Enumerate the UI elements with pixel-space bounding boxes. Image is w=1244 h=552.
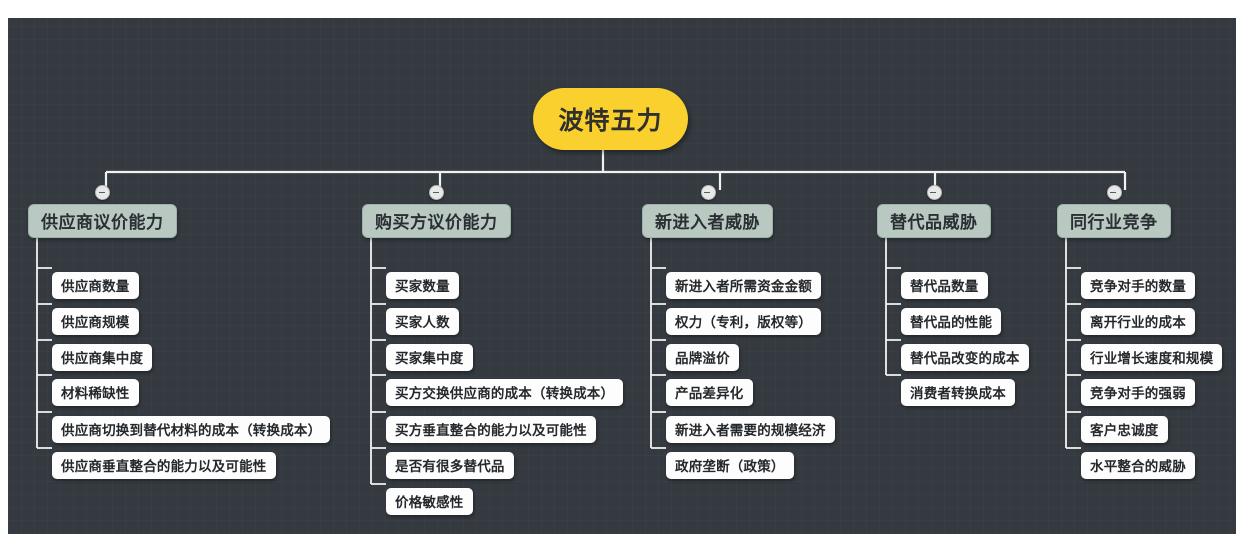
list-item[interactable]: 离开行业的成本: [1081, 308, 1195, 335]
leaf-label: 水平整合的威胁: [1090, 459, 1186, 475]
minus-circle-icon[interactable]: [429, 185, 445, 200]
list-item[interactable]: 替代品数量: [901, 272, 988, 299]
list-item[interactable]: 新进入者需要的规模经济: [666, 416, 835, 443]
minus-circle-icon[interactable]: [1106, 185, 1122, 200]
leaf-label: 供应商规模: [61, 315, 130, 331]
list-item[interactable]: 买方垂直整合的能力以及可能性: [386, 416, 596, 443]
leaf-label: 新进入者所需资金金额: [675, 279, 812, 295]
leaf-label: 竞争对手的数量: [1090, 279, 1186, 295]
branch-new-entrants: 新进入者威胁 新进入者所需资金金额 权力（专利，版权等） 品牌溢价 产品差异化 …: [642, 185, 835, 479]
leaf-label: 买家集中度: [395, 351, 464, 367]
list-item[interactable]: 竞争对手的数量: [1081, 272, 1195, 299]
leaf-label: 权力（专利，版权等）: [675, 315, 812, 331]
root-node-label: 波特五力: [558, 106, 663, 135]
list-item[interactable]: 供应商规模: [52, 308, 139, 335]
list-item[interactable]: 买家数量: [386, 272, 459, 299]
leaf-label: 替代品数量: [910, 279, 979, 295]
list-item[interactable]: 权力（专利，版权等）: [666, 308, 821, 335]
branch-label: 购买方议价能力: [375, 213, 498, 233]
list-item[interactable]: 行业增长速度和规模: [1081, 344, 1223, 371]
minus-circle-icon[interactable]: [926, 185, 942, 200]
list-item[interactable]: 产品差异化: [666, 379, 753, 406]
leaf-label: 消费者转换成本: [910, 386, 1006, 402]
leaf-label: 产品差异化: [675, 386, 744, 402]
leaf-label: 离开行业的成本: [1090, 315, 1186, 331]
list-item[interactable]: 新进入者所需资金金额: [666, 272, 821, 299]
branch-rivalry: 同行业竞争 竞争对手的数量 离开行业的成本 行业增长速度和规模 竞争对手的强弱 …: [1057, 185, 1223, 479]
minus-circle-icon[interactable]: [95, 185, 111, 200]
list-item[interactable]: 买家集中度: [386, 344, 473, 371]
list-item[interactable]: 供应商集中度: [52, 344, 153, 371]
leaf-label: 替代品的性能: [910, 315, 993, 331]
leaf-label: 是否有很多替代品: [395, 459, 505, 475]
leaf-label: 客户忠诚度: [1090, 423, 1159, 439]
branch-header-suppliers[interactable]: 供应商议价能力: [28, 185, 177, 238]
branch-suppliers: 供应商议价能力 供应商数量 供应商规模 供应商集中度 材料稀缺性 供应商切换到替…: [28, 185, 331, 479]
list-item[interactable]: 买方交换供应商的成本（转换成本）: [386, 379, 624, 406]
list-item[interactable]: 替代品的性能: [901, 308, 1002, 335]
leaf-label: 竞争对手的强弱: [1090, 386, 1186, 402]
branch-header-substitutes[interactable]: 替代品威胁: [877, 185, 991, 238]
leaf-label: 政府垄断（政策）: [675, 459, 785, 475]
leaf-label: 供应商数量: [61, 279, 130, 295]
branch-header-new-entrants[interactable]: 新进入者威胁: [642, 185, 773, 238]
leaf-label: 新进入者需要的规模经济: [675, 423, 826, 439]
root-node[interactable]: 波特五力: [533, 88, 688, 150]
branch-label: 替代品威胁: [890, 213, 978, 233]
leaf-label: 品牌溢价: [675, 351, 730, 367]
list-item[interactable]: 是否有很多替代品: [386, 452, 514, 479]
branch-header-rivalry[interactable]: 同行业竞争: [1057, 185, 1171, 238]
branch-label: 同行业竞争: [1070, 213, 1158, 233]
branch-label: 新进入者威胁: [655, 213, 760, 233]
list-item[interactable]: 水平整合的威胁: [1081, 452, 1195, 479]
list-item[interactable]: 政府垄断（政策）: [666, 452, 794, 479]
list-item[interactable]: 买家人数: [386, 308, 459, 335]
leaf-label: 供应商垂直整合的能力以及可能性: [61, 459, 267, 475]
list-item[interactable]: 供应商切换到替代材料的成本（转换成本）: [52, 416, 331, 443]
branch-substitutes: 替代品威胁 替代品数量 替代品的性能 替代品改变的成本 消费者转换成本: [877, 185, 1029, 406]
leaf-label: 行业增长速度和规模: [1090, 351, 1214, 367]
minus-circle-icon[interactable]: [700, 185, 716, 200]
branch-buyers: 购买方议价能力 买家数量 买家人数 买家集中度 买方交换供应商的成本（转换成本）…: [362, 185, 624, 515]
leaf-label: 材料稀缺性: [61, 386, 130, 402]
list-item[interactable]: 价格敏感性: [386, 488, 473, 515]
leaf-label: 供应商切换到替代材料的成本（转换成本）: [61, 423, 322, 439]
leaf-label: 买家人数: [395, 315, 450, 331]
mindmap-canvas[interactable]: 波特五力 供应商议价能力 供应商数量 供应商规模 供应商集中度 材料稀缺性: [8, 18, 1236, 534]
leaf-label: 供应商集中度: [61, 351, 144, 367]
list-item[interactable]: 替代品改变的成本: [901, 344, 1029, 371]
list-item[interactable]: 客户忠诚度: [1081, 416, 1168, 443]
leaf-label: 买家数量: [395, 279, 450, 295]
leaf-label: 买方交换供应商的成本（转换成本）: [395, 386, 615, 402]
list-item[interactable]: 供应商数量: [52, 272, 139, 299]
list-item[interactable]: 品牌溢价: [666, 344, 739, 371]
list-item[interactable]: 材料稀缺性: [52, 379, 139, 406]
leaf-label: 价格敏感性: [395, 495, 464, 511]
list-item[interactable]: 供应商垂直整合的能力以及可能性: [52, 452, 276, 479]
branch-header-buyers[interactable]: 购买方议价能力: [362, 185, 511, 238]
list-item[interactable]: 竞争对手的强弱: [1081, 379, 1195, 406]
list-item[interactable]: 消费者转换成本: [901, 379, 1015, 406]
branch-label: 供应商议价能力: [41, 213, 164, 233]
leaf-label: 替代品改变的成本: [910, 351, 1020, 367]
leaf-label: 买方垂直整合的能力以及可能性: [395, 423, 587, 439]
